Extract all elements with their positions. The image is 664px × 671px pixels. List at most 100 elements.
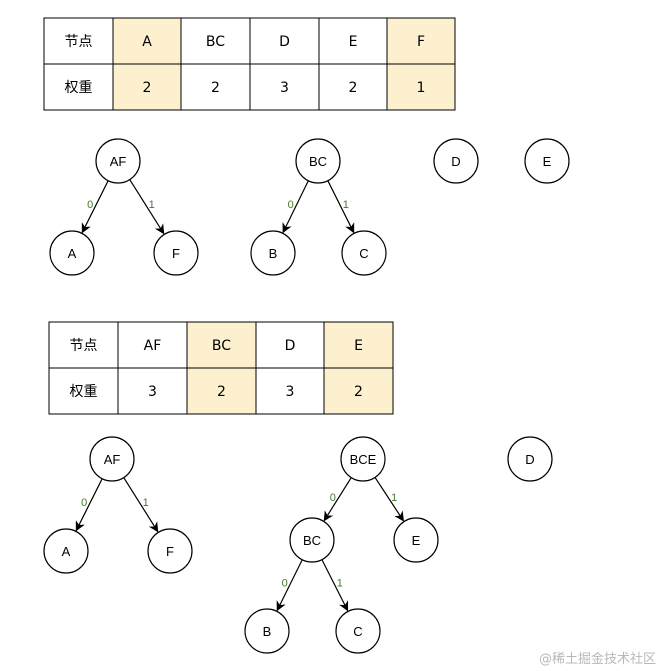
table-cell-text: 2 xyxy=(217,384,226,400)
node-cell: BC xyxy=(186,321,257,369)
table-cell-bg xyxy=(180,63,251,111)
node-cell: BC xyxy=(180,17,251,65)
node-circle xyxy=(147,528,193,574)
node-cell: E xyxy=(323,321,394,369)
table-cell-text: 2 xyxy=(349,80,358,96)
node-label: BCE xyxy=(350,452,377,467)
tree-nodes-t3: D xyxy=(433,138,479,184)
node-label: E xyxy=(543,154,552,169)
node-label: AF xyxy=(110,154,127,169)
node-label: A xyxy=(68,246,77,261)
table-cell-text: 节点 xyxy=(65,34,93,50)
table-cell-bg xyxy=(386,63,456,111)
edge-label: 1 xyxy=(391,492,397,504)
tree-node: AF xyxy=(95,138,141,184)
table-cell-text: 权重 xyxy=(70,384,98,400)
table-cell-bg xyxy=(323,367,394,415)
edge-label: 0 xyxy=(81,497,87,509)
node-label: BC xyxy=(303,533,321,548)
tree-node: BC xyxy=(295,138,341,184)
node-circle xyxy=(95,138,141,184)
edge-label: 1 xyxy=(337,578,343,590)
table-cell-text: 2 xyxy=(211,80,220,96)
tree-node: D xyxy=(507,436,553,482)
table-cell-bg xyxy=(43,17,114,65)
tree-node: BCE xyxy=(340,436,386,482)
node-cell: AF xyxy=(117,321,188,369)
tree-node: AF xyxy=(89,436,135,482)
edge-label: 0 xyxy=(282,578,288,590)
weight-cell: 2 xyxy=(323,367,394,415)
table-cell-text: D xyxy=(285,338,296,354)
weight-cell: 3 xyxy=(117,367,188,415)
node-label: A xyxy=(62,544,71,559)
node-circle xyxy=(89,436,135,482)
table-cell-text: A xyxy=(142,34,152,50)
table-cell-bg xyxy=(323,321,394,369)
node-circle xyxy=(49,230,95,276)
node-circle xyxy=(335,608,381,654)
tree-nodes-t4: E xyxy=(524,138,570,184)
table-cell-bg xyxy=(117,367,188,415)
edge-label: 0 xyxy=(87,199,93,211)
node-label: E xyxy=(412,533,421,548)
row-header-node: 节点 xyxy=(48,321,119,369)
tree-node: B xyxy=(250,230,296,276)
weight-cell: 3 xyxy=(255,367,325,415)
node-circle xyxy=(433,138,479,184)
table-cell-text: F xyxy=(417,34,425,50)
edge-BCE-E xyxy=(374,477,404,522)
node-circle xyxy=(43,528,89,574)
table-cell-text: E xyxy=(349,34,358,50)
weight-cell: 2 xyxy=(318,63,388,111)
node-circle xyxy=(295,138,341,184)
row-header-node: 节点 xyxy=(43,17,114,65)
weight-cell: 2 xyxy=(112,63,182,111)
tree-node: A xyxy=(43,528,89,574)
table-cell-bg xyxy=(43,63,114,111)
table-cell-text: 3 xyxy=(148,384,157,400)
table-cell-text: E xyxy=(354,338,363,354)
table-cell-text: D xyxy=(279,34,290,50)
table-cell-text: 1 xyxy=(417,80,426,96)
node-label: B xyxy=(263,624,272,639)
watermark: @稀土掘金技术社区 xyxy=(538,652,656,667)
node-cell: E xyxy=(318,17,388,65)
edge-BC-C xyxy=(327,180,355,234)
table-cell-text: 3 xyxy=(286,384,295,400)
tree-nodes-t7: D xyxy=(507,436,553,482)
table-cell-text: 节点 xyxy=(70,338,98,354)
node-label: C xyxy=(359,246,368,261)
table-cell-text: 2 xyxy=(143,80,152,96)
edge-AF-A xyxy=(75,478,103,532)
tree-node: A xyxy=(49,230,95,276)
weight-cell: 2 xyxy=(186,367,257,415)
node-label: BC xyxy=(309,154,327,169)
tree-node: E xyxy=(393,517,439,563)
node-label: F xyxy=(172,246,180,261)
table-cell-text: BC xyxy=(206,34,225,50)
edge-label: 1 xyxy=(143,497,149,509)
table-cell-bg xyxy=(255,367,325,415)
node-circle xyxy=(153,230,199,276)
edge-AF-F xyxy=(129,179,165,235)
node-cell: D xyxy=(255,321,325,369)
table-cell-text: 3 xyxy=(280,80,289,96)
tree-node: E xyxy=(524,138,570,184)
table-cell-text: 2 xyxy=(354,384,363,400)
node-cell: D xyxy=(249,17,320,65)
table-cell-bg xyxy=(386,17,456,65)
node-cell: F xyxy=(386,17,456,65)
edge-AF-F xyxy=(123,477,159,533)
node-circle xyxy=(289,517,335,563)
node-label: C xyxy=(353,624,362,639)
node-circle xyxy=(341,230,387,276)
